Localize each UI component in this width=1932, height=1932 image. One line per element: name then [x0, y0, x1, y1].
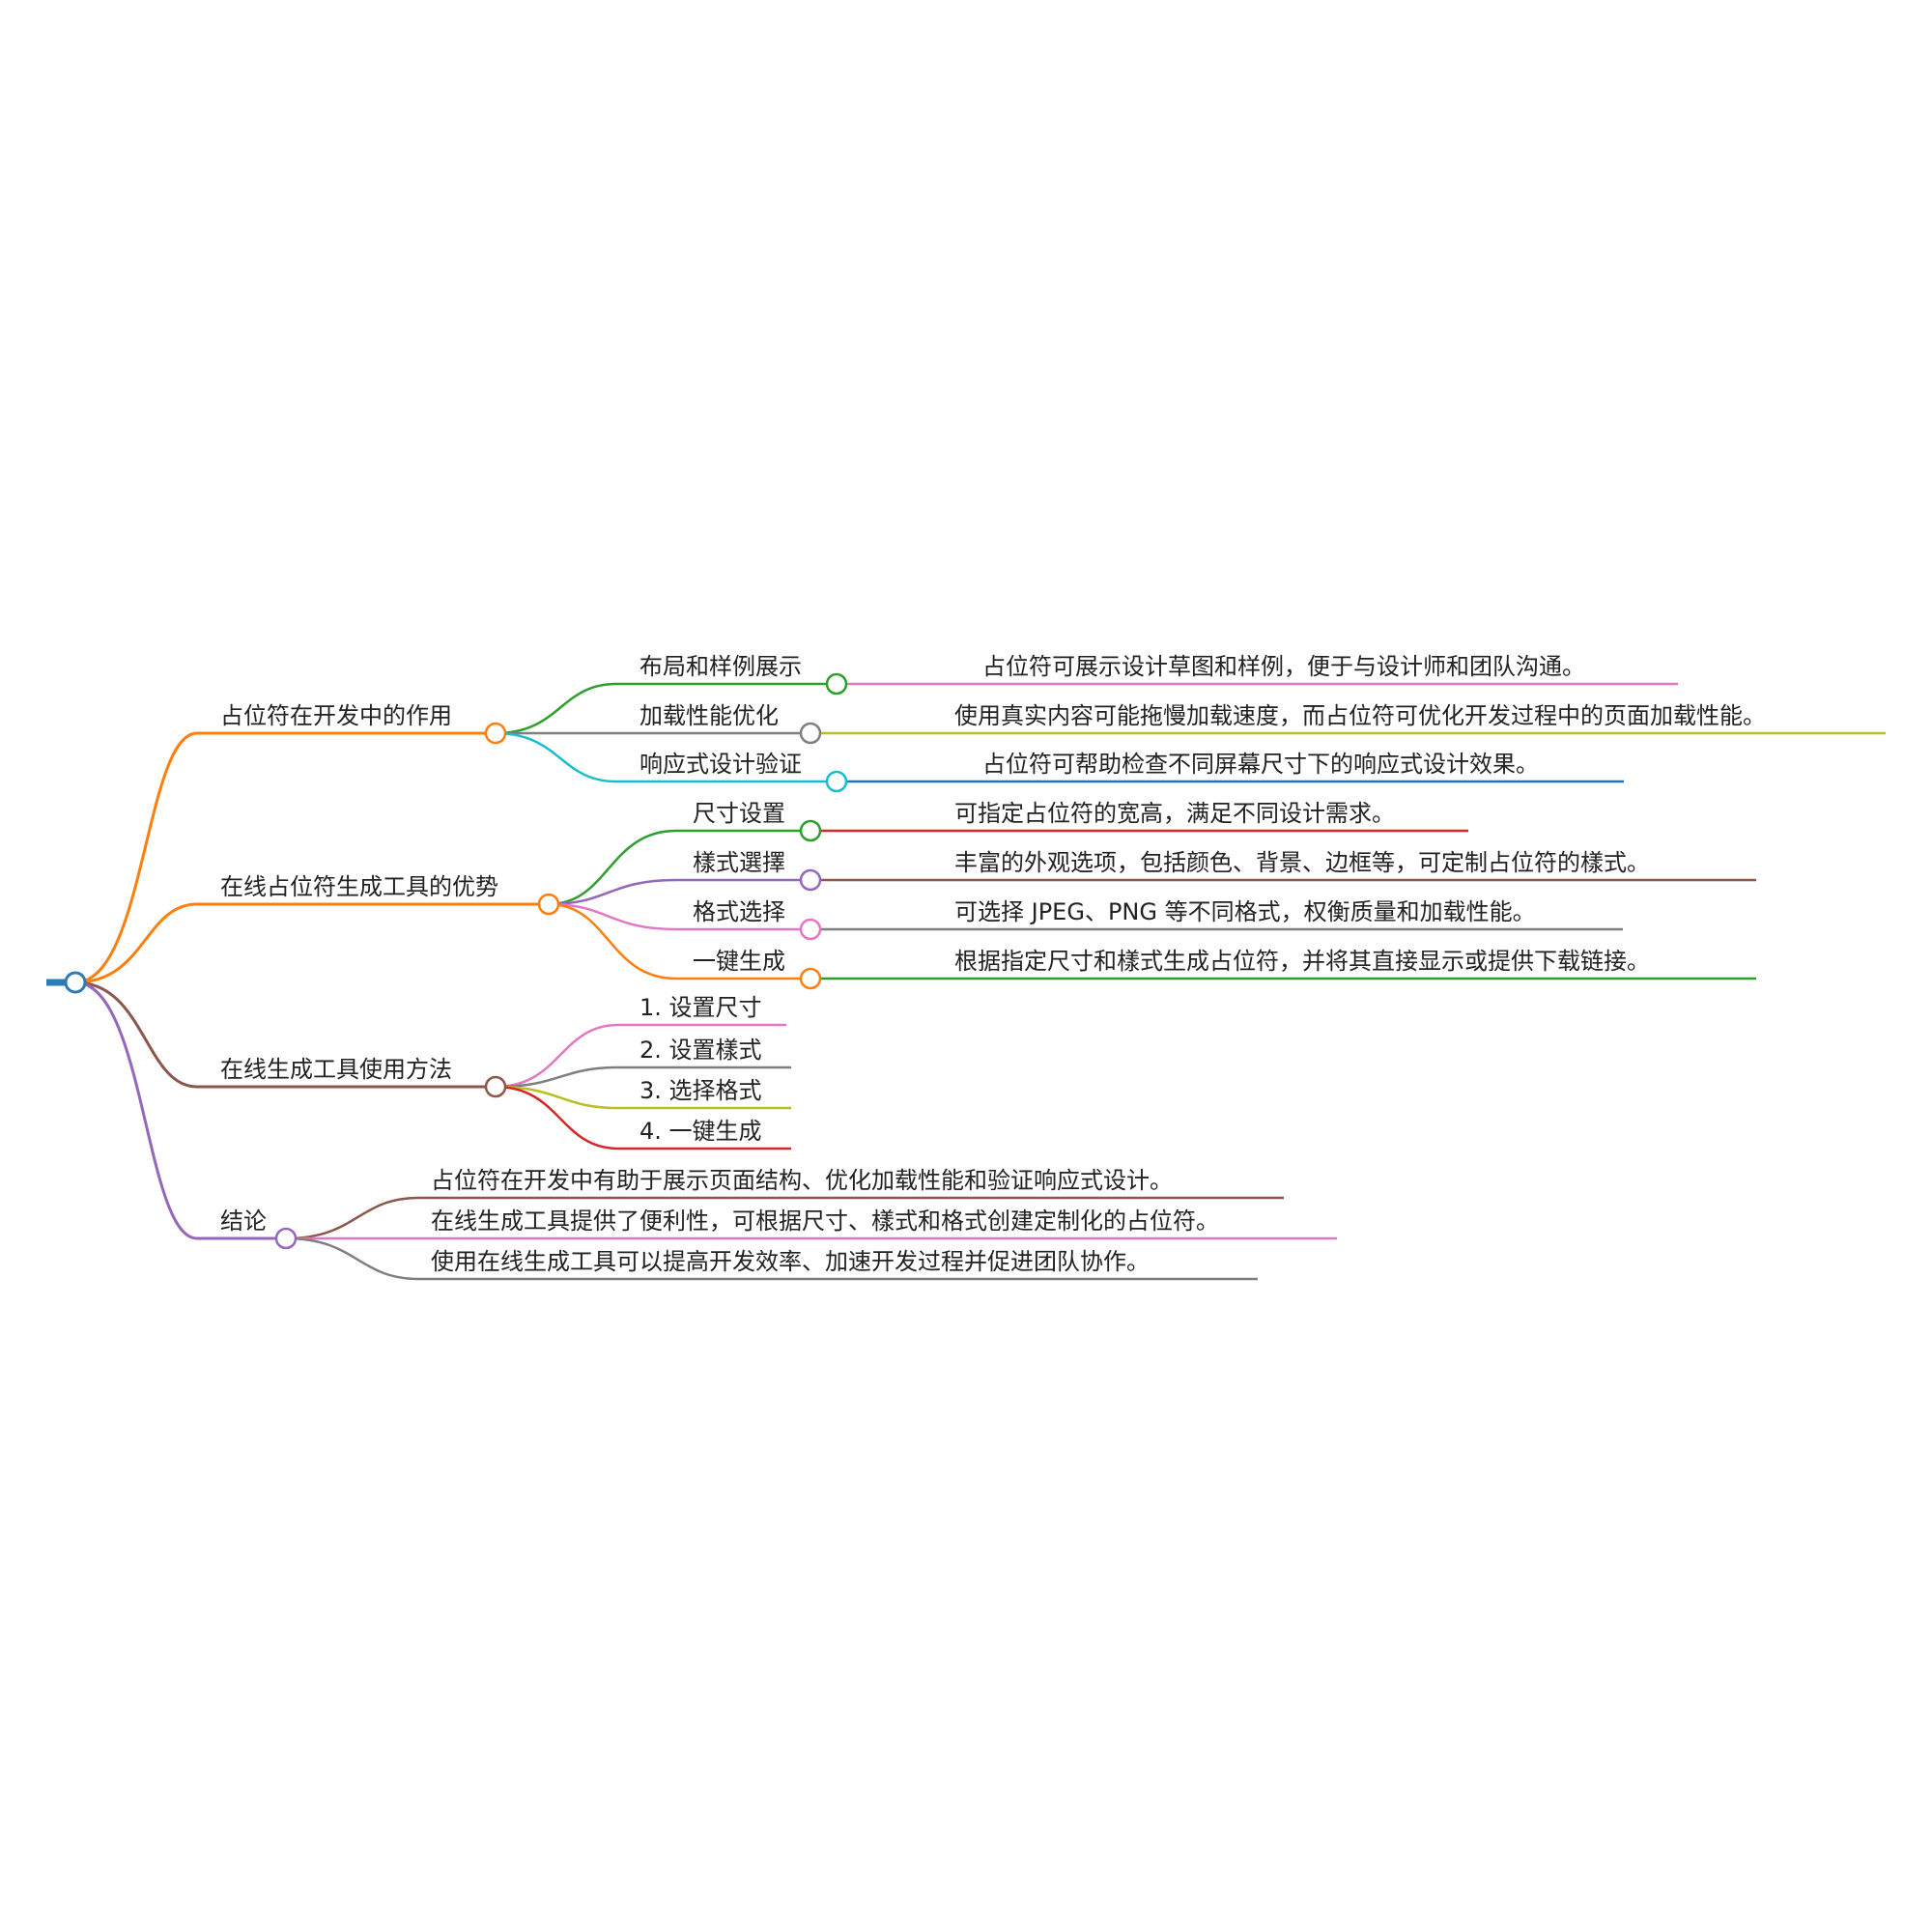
b4-c2-label[interactable]: 在线生成工具提供了便利性，可根据尺寸、樣式和格式创建定制化的占位符。 [431, 1208, 1219, 1235]
link-b3-c1 [495, 1023, 786, 1089]
branch-4-toggle[interactable] [274, 1227, 298, 1250]
b1-c3-label[interactable]: 响应式设计验证 [639, 751, 802, 778]
root-node-toggle[interactable] [64, 971, 87, 994]
b2-c1-leaf[interactable]: 可指定占位符的宽高，满足不同设计需求。 [954, 800, 1395, 827]
b4-c1-label[interactable]: 占位符在开发中有助于展示页面结构、优化加载性能和验证响应式设计。 [431, 1167, 1173, 1194]
link-b2-c2 [548, 878, 810, 906]
b2-c4-toggle[interactable] [799, 967, 822, 990]
b1-c2-label[interactable]: 加载性能优化 [639, 702, 779, 729]
b2-c2-leaf[interactable]: 丰富的外观选项，包括颜色、背景、边框等，可定制占位符的樣式。 [954, 849, 1650, 876]
link-b3-c2 [495, 1065, 791, 1089]
b2-c3-toggle[interactable] [799, 918, 822, 941]
branch-1-label[interactable]: 占位符在开发中的作用 [220, 702, 452, 729]
link-b2-c1 [548, 829, 810, 906]
b2-c2-toggle[interactable] [799, 868, 822, 892]
link-branch-3 [74, 980, 496, 1089]
branch-4-label[interactable]: 结论 [220, 1208, 267, 1235]
b2-c2-label[interactable]: 樣式選擇 [693, 849, 785, 876]
link-b2-c3 [548, 902, 810, 931]
b1-c2-toggle[interactable] [799, 722, 822, 745]
b2-c4-label[interactable]: 一键生成 [693, 948, 785, 975]
b3-c2-label[interactable]: 2. 设置樣式 [639, 1037, 762, 1064]
link-b3-c4 [495, 1085, 791, 1151]
branch-2-label[interactable]: 在线占位符生成工具的优势 [220, 873, 498, 900]
link-b2-c4 [548, 902, 810, 980]
b1-c3-leaf[interactable]: 占位符可帮助检查不同屏幕尺寸下的响应式设计效果。 [982, 751, 1539, 778]
link-b4-c1 [285, 1196, 1284, 1240]
link-branch-4 [74, 980, 286, 1240]
b2-c1-toggle[interactable] [799, 819, 822, 842]
link-b4-c3 [285, 1236, 1258, 1281]
b1-c1-label[interactable]: 布局和样例展示 [639, 653, 802, 680]
link-b1-c1 [495, 682, 837, 735]
branch-1-toggle[interactable] [484, 722, 507, 745]
b1-c1-leaf[interactable]: 占位符可展示设计草图和样例，便于与设计师和团队沟通。 [982, 653, 1585, 680]
b1-c1-toggle[interactable] [825, 672, 848, 696]
b3-c3-label[interactable]: 3. 选择格式 [639, 1077, 762, 1104]
b1-c2-leaf[interactable]: 使用真实内容可能拖慢加载速度，而占位符可优化开发过程中的页面加载性能。 [954, 702, 1766, 729]
b2-c4-leaf[interactable]: 根据指定尺寸和樣式生成占位符，并将其直接显示或提供下载链接。 [954, 948, 1650, 975]
b2-c1-label[interactable]: 尺寸设置 [693, 800, 785, 827]
b2-c3-leaf[interactable]: 可选择 JPEG、PNG 等不同格式，权衡质量和加载性能。 [954, 898, 1536, 925]
b3-c4-label[interactable]: 4. 一键生成 [639, 1118, 762, 1145]
branch-3-label[interactable]: 在线生成工具使用方法 [220, 1056, 452, 1083]
link-branch-1 [74, 731, 496, 984]
b2-c3-label[interactable]: 格式选择 [693, 898, 785, 925]
link-b3-c3 [495, 1085, 791, 1110]
link-b1-c3 [495, 731, 837, 783]
b3-c1-label[interactable]: 1. 设置尺寸 [639, 994, 762, 1021]
b1-c3-toggle[interactable] [825, 770, 848, 793]
link-branch-2 [74, 902, 549, 984]
b4-c3-label[interactable]: 使用在线生成工具可以提高开发效率、加速开发过程并促进团队协作。 [431, 1248, 1150, 1275]
branch-3-toggle[interactable] [484, 1075, 507, 1098]
branch-2-toggle[interactable] [537, 893, 560, 916]
